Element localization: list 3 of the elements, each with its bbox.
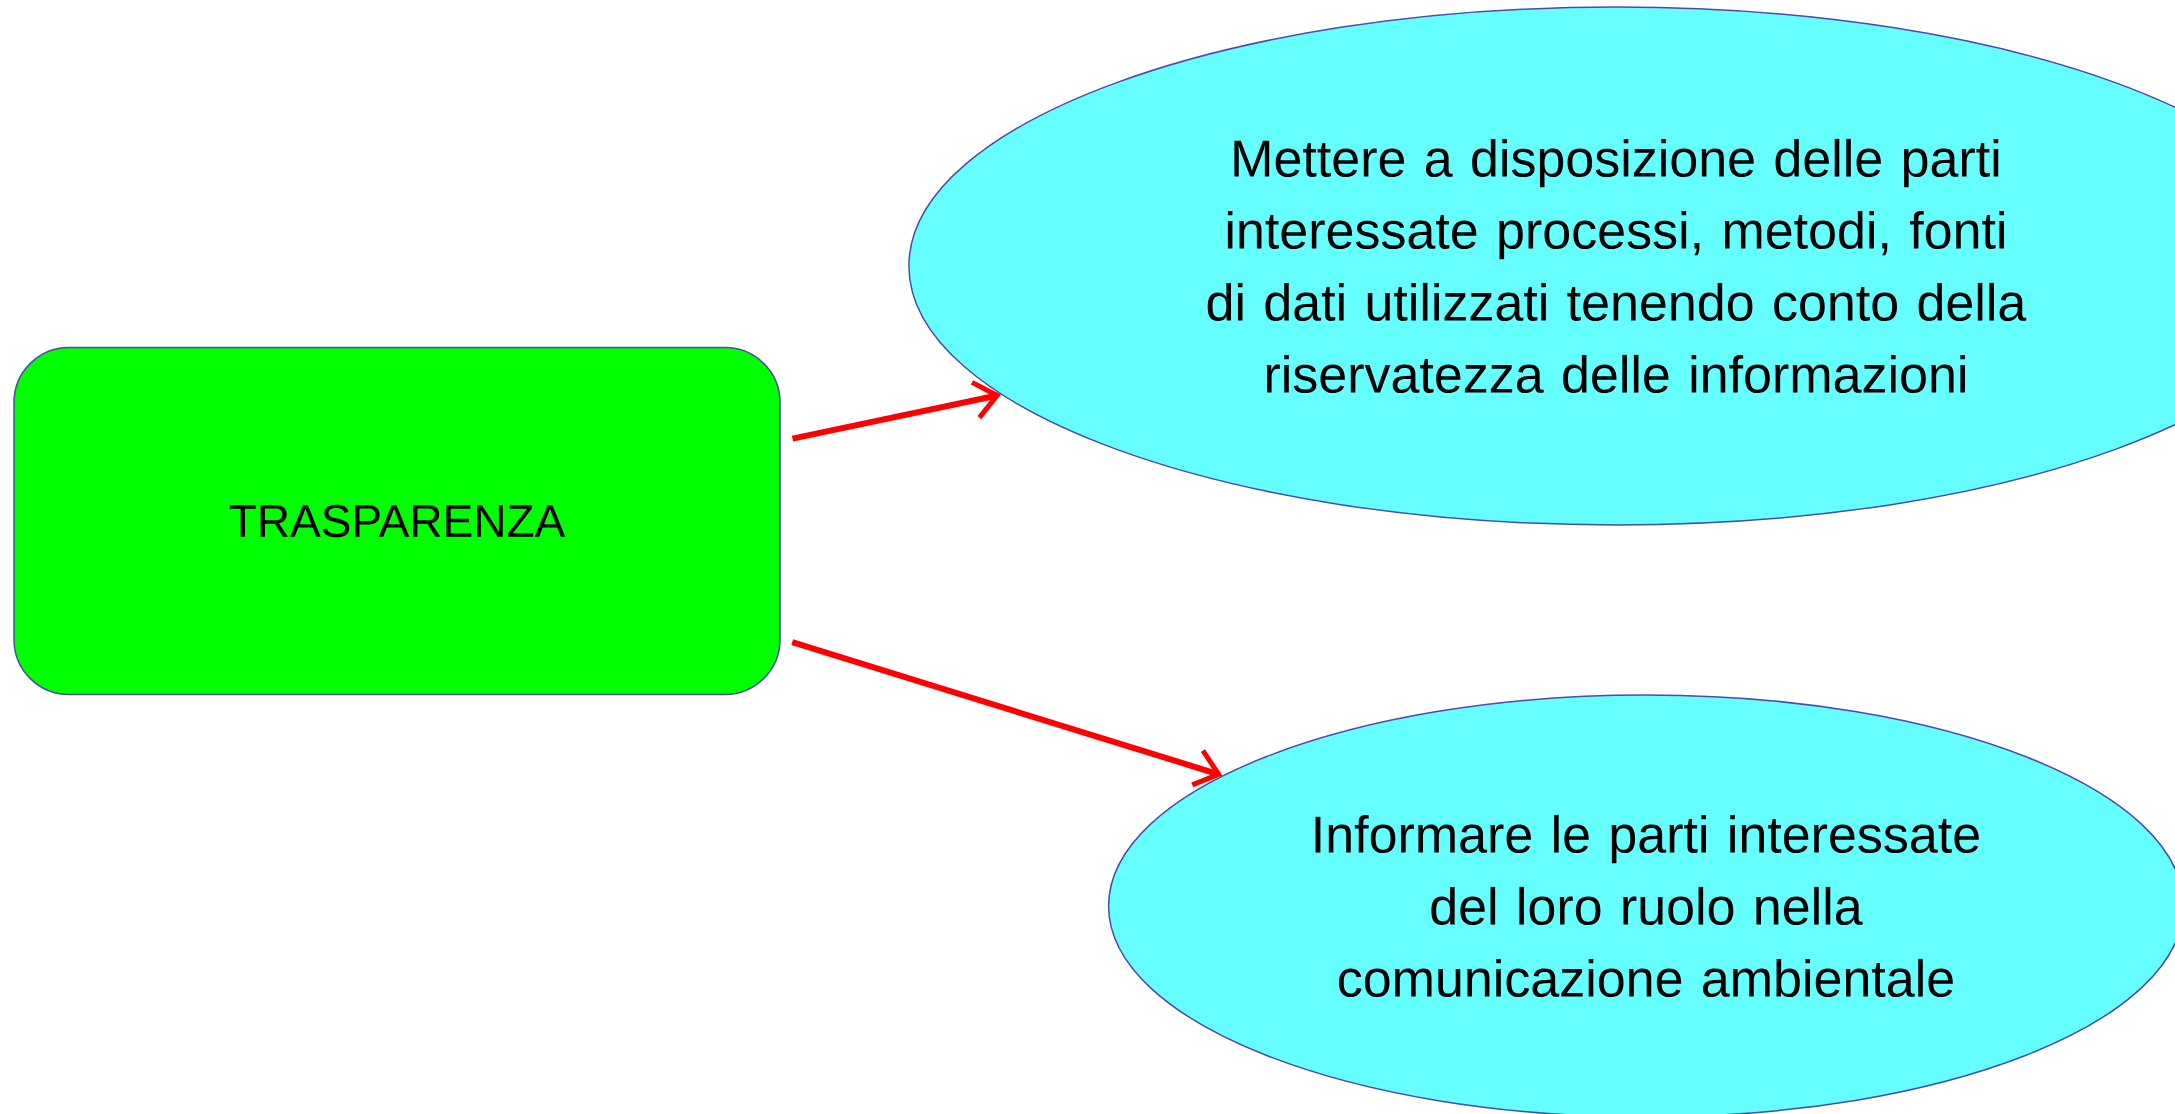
rounded-box: TRASPARENZA — [13, 346, 781, 696]
arrow — [791, 639, 1223, 788]
arrow — [791, 380, 1002, 442]
